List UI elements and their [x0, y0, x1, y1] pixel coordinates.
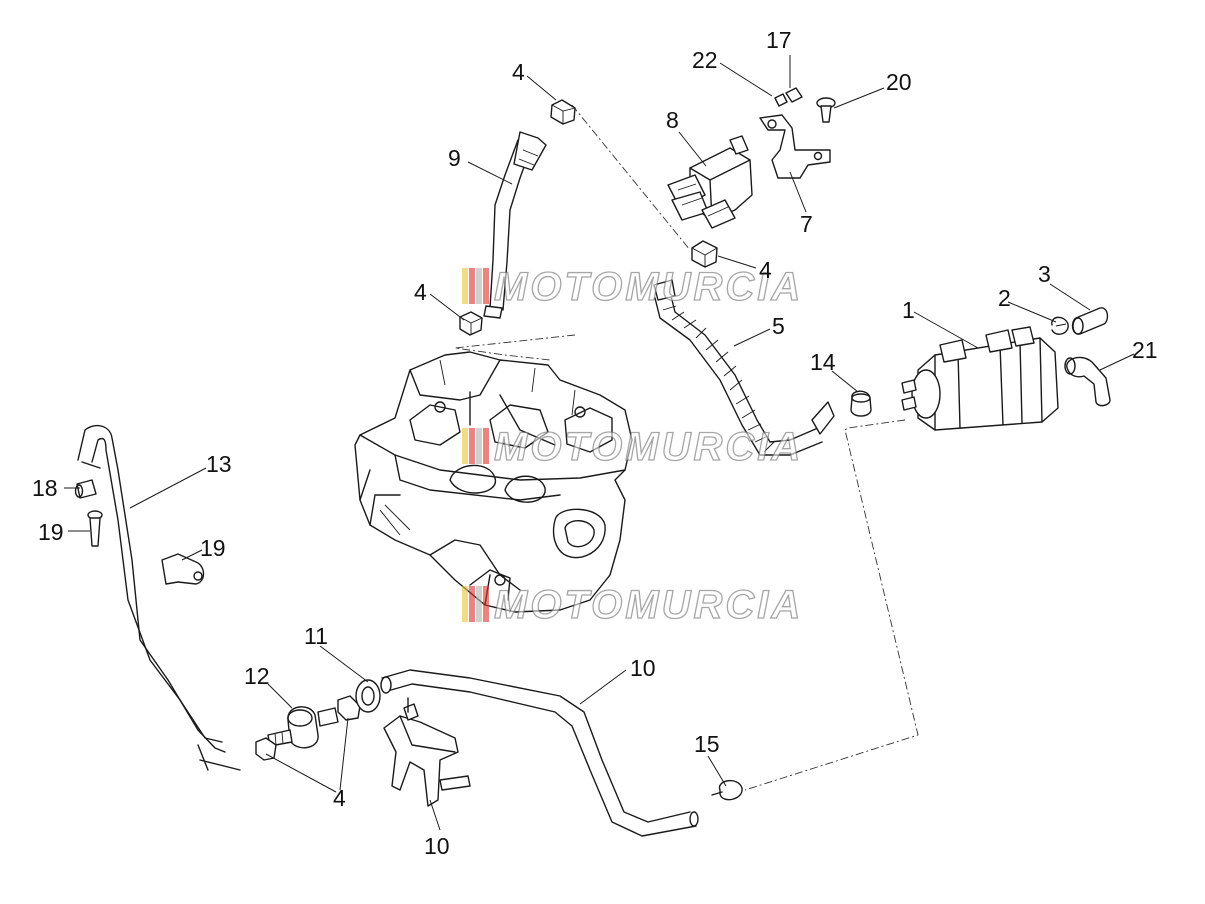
- cylinder-head: [354, 351, 633, 613]
- cap-17: [74, 479, 97, 499]
- callout-7: 8: [666, 107, 679, 133]
- clamp-19: [161, 553, 205, 585]
- watermark-bottom: MOTOMURCIA: [462, 582, 803, 628]
- callout-4-top: 4: [512, 59, 525, 85]
- callout-2: 2: [998, 285, 1011, 311]
- watermark-flag-icon: [462, 586, 489, 622]
- clamp-4-mid-left: [459, 311, 483, 336]
- callout-20: 20: [886, 69, 912, 95]
- clip-2: [1051, 316, 1069, 335]
- callout-8: 9: [448, 145, 461, 171]
- callout-9: 10: [630, 655, 656, 681]
- check-valve-12: [267, 706, 339, 749]
- corrugated-hose-5: [653, 279, 835, 456]
- watermark-flag-icon: [462, 268, 489, 304]
- clamp-15: [711, 780, 743, 801]
- bracket-6: [759, 114, 831, 179]
- callout-labels: 4 9 8 22 17 20 7 4 4 5 1 2 3 21 14 13 18…: [32, 27, 1158, 859]
- watermark-text: MOTOMURCIA: [494, 265, 803, 309]
- hose-8: [483, 131, 547, 319]
- callout-14: 14: [810, 349, 836, 375]
- callout-19: 19: [200, 535, 226, 561]
- solenoid-valve-7: [667, 135, 753, 229]
- screw-20: [816, 97, 836, 123]
- hose-9: [380, 669, 699, 837]
- clamp-14: [850, 390, 872, 417]
- leader-lines: [64, 55, 1135, 831]
- hose-3: [1071, 307, 1109, 335]
- callout-18: 19: [38, 519, 64, 545]
- clamp-4-top: [550, 99, 576, 125]
- callout-10: 10: [424, 833, 450, 859]
- watermark-flag-icon: [462, 428, 489, 464]
- elbow-hose-21: [1064, 356, 1111, 407]
- callout-22: 22: [692, 47, 718, 73]
- grommet-11: [355, 679, 381, 713]
- callout-4-mid-right: 4: [759, 257, 772, 283]
- spacer-22: [774, 93, 788, 107]
- callout-1: 1: [902, 297, 915, 323]
- watermark-text: MOTOMURCIA: [494, 425, 803, 469]
- clamp-4-lower-right: [337, 695, 361, 721]
- callout-12: 12: [244, 663, 270, 689]
- callout-5: 5: [772, 313, 785, 339]
- callout-4-mid-left: 4: [414, 279, 427, 305]
- hose-13: [77, 424, 241, 771]
- callout-21: 21: [1132, 337, 1158, 363]
- callout-6: 7: [800, 211, 813, 237]
- clamp-4-mid-right: [691, 240, 718, 268]
- assembly-dash-lines: [454, 104, 919, 791]
- watermark-text: MOTOMURCIA: [494, 583, 803, 627]
- callout-11: 11: [304, 623, 328, 649]
- watermark-top: MOTOMURCIA: [462, 264, 803, 310]
- carbon-canister-1: [901, 326, 1059, 431]
- plug-18: [87, 510, 103, 547]
- callout-17: 18: [32, 475, 58, 501]
- callout-4-bottom: 4: [333, 785, 346, 811]
- callout-13: 13: [206, 451, 232, 477]
- callout-15: 15: [694, 731, 720, 757]
- bracket-10: [383, 697, 471, 807]
- sleeve-16: [785, 87, 803, 103]
- watermark-middle: MOTOMURCIA: [462, 424, 803, 470]
- callout-3: 3: [1038, 261, 1051, 287]
- callout-16: 17: [766, 27, 792, 53]
